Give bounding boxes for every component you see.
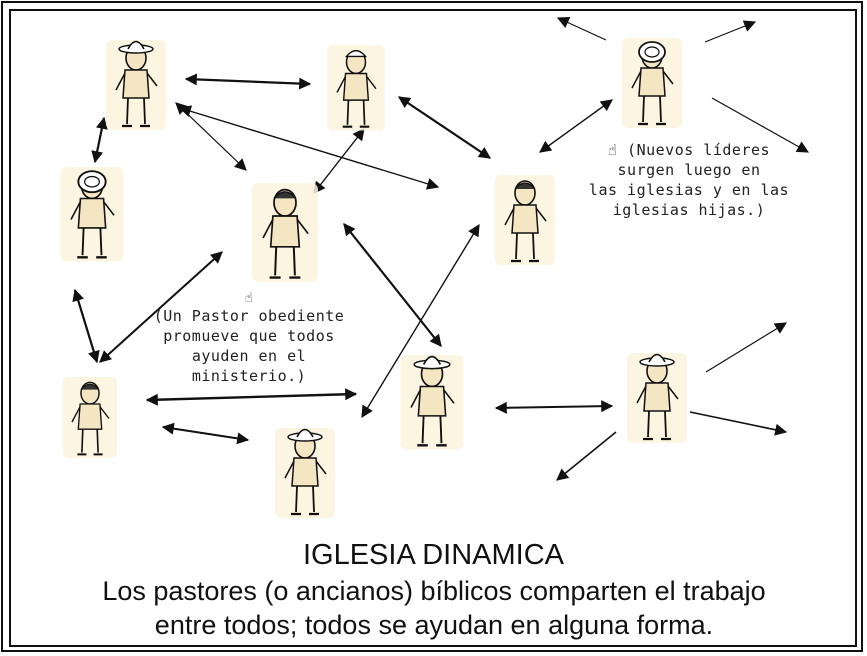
note-new-leaders-line-4: iglesias hijas.) [612, 201, 766, 219]
connection-arrow [161, 422, 250, 445]
connection-arrow [556, 431, 617, 481]
note-pastor-line-2: promueve que todos [163, 327, 335, 345]
note-pastor-line-1: (Un Pastor obediente [153, 307, 345, 325]
connection-arrow [99, 251, 223, 363]
person-figure [495, 175, 555, 265]
pointing-hand-icon: ☝ [244, 291, 254, 306]
connection-arrow [705, 322, 788, 373]
connection-arrow [91, 116, 108, 164]
person-figure [622, 38, 682, 128]
person-figure [60, 167, 124, 262]
note-pastor: ☝ (Un Pastor obediente promueve que todo… [140, 292, 358, 386]
connection-arrow [343, 223, 442, 347]
connection-arrows [72, 17, 810, 481]
note-new-leaders-line-1: ☝ (Nuevos líderes [607, 141, 771, 159]
connection-arrow [175, 102, 247, 171]
connection-arrow [361, 223, 480, 419]
connection-arrow [689, 411, 788, 436]
caption-line-2: entre todos; todos se ayudan en alguna f… [154, 610, 714, 640]
person-figure [400, 355, 464, 450]
connection-arrow [178, 105, 440, 190]
people-figures [60, 38, 687, 518]
person-figure [627, 353, 687, 443]
connection-arrow [398, 96, 491, 159]
inner-frame [9, 9, 857, 647]
person-figure [327, 45, 385, 131]
connection-arrow [556, 17, 607, 41]
person-figure [252, 183, 318, 282]
note-new-leaders-line-3: las iglesias y en las [588, 181, 790, 199]
connection-arrow [145, 388, 358, 406]
person-figure [106, 40, 166, 130]
person-figure [275, 428, 335, 518]
diagram-caption: Los pastores (o ancianos) bíblicos compa… [14, 574, 854, 642]
person-figure [63, 377, 117, 458]
connection-arrow [704, 20, 757, 43]
connection-arrow [711, 97, 810, 153]
caption-line-1: Los pastores (o ancianos) bíblicos compa… [102, 576, 766, 606]
diagram-title: IGLESIA DINAMICA [302, 539, 565, 571]
connection-arrow [184, 73, 312, 90]
note-pastor-line-3: ayuden en el ministerio.) [191, 347, 307, 385]
connection-arrow [539, 99, 613, 153]
pointing-hand-icon: ☝ [607, 141, 618, 159]
connection-arrow [313, 128, 365, 194]
note-new-leaders: ☝ (Nuevos líderes surgen luego en las ig… [574, 140, 804, 220]
connection-arrow [494, 400, 614, 414]
note-new-leaders-line-2: surgen luego en [617, 161, 761, 179]
connection-arrow [72, 288, 100, 364]
